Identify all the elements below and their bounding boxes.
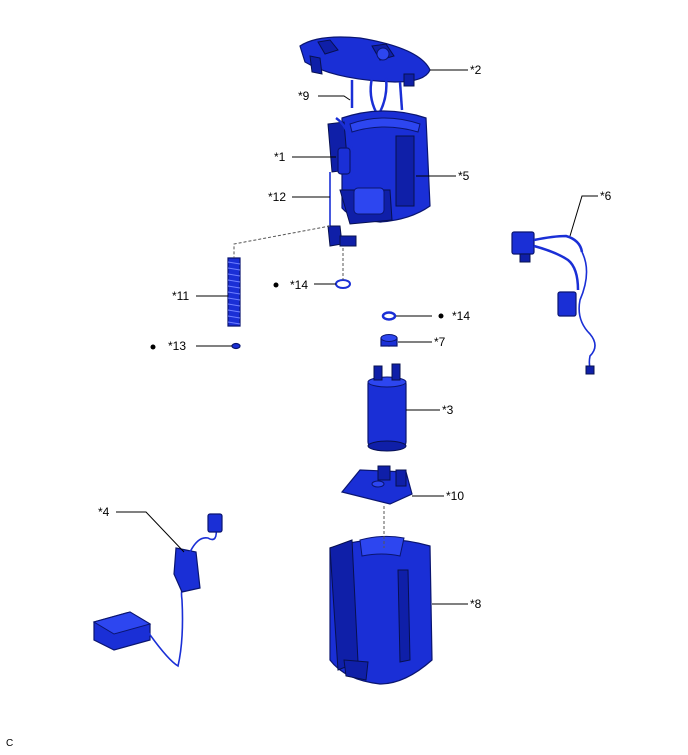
figure-code: C	[6, 738, 14, 749]
callout-10: *10	[446, 489, 464, 503]
assembly-guide-lines	[233, 225, 385, 548]
part-1-sender-tube	[327, 116, 354, 187]
bullet-dot-14a	[273, 282, 279, 288]
callout-1: *1	[274, 150, 286, 164]
part-5-fuel-suction-body	[339, 110, 431, 225]
callout-4: *4	[98, 505, 110, 519]
callout-14-right: *14	[452, 309, 470, 323]
callout-12: *12	[268, 190, 286, 204]
callout-14-left: *14	[290, 278, 308, 292]
callout-2: *2	[470, 63, 482, 77]
part-12-arm	[327, 172, 357, 247]
part-13-clip	[231, 342, 241, 350]
callout-11: *11	[172, 289, 189, 303]
callout-3: *3	[442, 403, 454, 417]
part-11-spring	[227, 257, 241, 327]
part-14-oring-right	[381, 311, 397, 321]
part-4-sender-gauge	[92, 513, 223, 668]
part-2-pump-flange	[299, 36, 431, 87]
part-8-sub-tank	[329, 535, 433, 685]
callout-6: *6	[600, 189, 612, 203]
callout-9: *9	[298, 89, 310, 103]
part-14-oring-left	[335, 279, 351, 289]
callout-5: *5	[458, 169, 470, 183]
leader-lines	[116, 69, 598, 605]
bullet-dot-14b	[438, 313, 444, 319]
bullet-dot-13	[150, 344, 156, 350]
part-9-fuel-pipes	[350, 77, 404, 113]
part-10-bracket	[340, 465, 413, 505]
part-3-fuel-pump	[367, 363, 407, 452]
callout-7: *7	[434, 335, 446, 349]
part-7-cushion	[380, 334, 398, 347]
part-6-wire-harness	[511, 231, 596, 375]
callout-13: *13	[168, 339, 186, 353]
callout-8: *8	[470, 597, 482, 611]
